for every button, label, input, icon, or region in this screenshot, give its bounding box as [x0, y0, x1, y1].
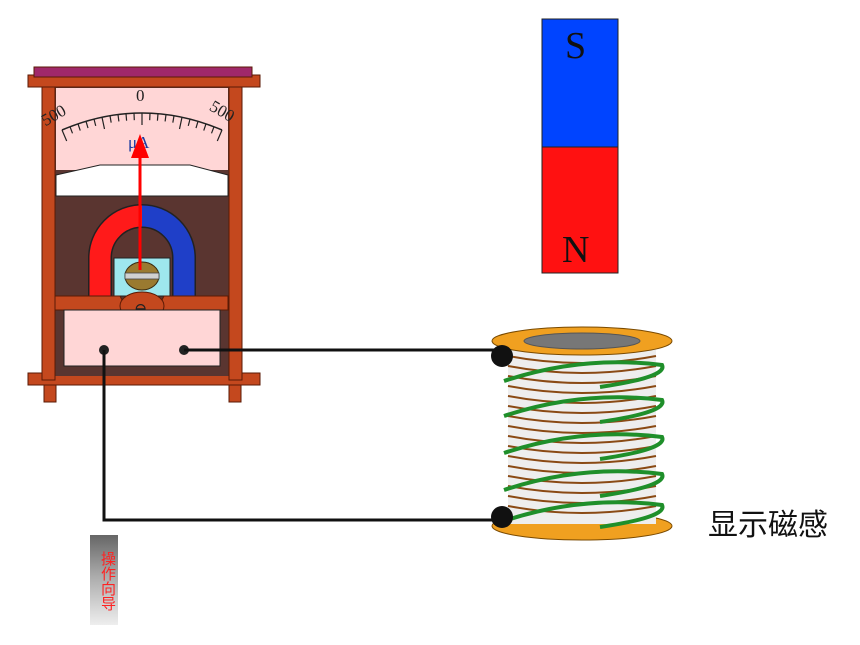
scale-tick [93, 118, 97, 127]
dial-window [55, 164, 229, 197]
scale-tick [109, 115, 112, 123]
galvanometer: 500 0 500 μA ⊖ [27, 66, 261, 403]
scale-tick [203, 123, 207, 131]
meter-post-right [228, 83, 243, 381]
scale-tick [69, 126, 74, 134]
coil-winding [507, 505, 657, 514]
meter-top-cap [33, 66, 253, 78]
scale-tick [61, 129, 68, 142]
coil-winding [507, 435, 657, 444]
scale-tick [195, 121, 199, 129]
scale-tick [164, 114, 167, 122]
inner-magnet-blue-arm [141, 205, 195, 306]
coil-terminal-bottom[interactable] [491, 506, 513, 528]
coil-green-turn [503, 500, 665, 529]
scale-tick [187, 118, 191, 127]
scale-tick [156, 113, 159, 121]
coil-winding [507, 385, 657, 394]
scale-tick [210, 126, 215, 134]
armature-slot [124, 272, 160, 280]
scale-tick [125, 113, 128, 121]
magnet-n-label: N [562, 229, 589, 271]
magnet-s-pole [541, 18, 619, 148]
scale-label-center: 0 [136, 86, 145, 105]
show-field-lines-button[interactable]: 显示磁感 [708, 508, 828, 540]
coil-winding [507, 415, 657, 424]
coil-green-turn [503, 360, 665, 389]
needle-tip [131, 134, 149, 158]
wires [102, 348, 502, 522]
scale-ticks [61, 113, 223, 142]
coil-winding [507, 365, 657, 374]
inner-magnet-red-arm [89, 205, 143, 306]
scale-tick [216, 129, 223, 142]
coil-winding [507, 475, 657, 484]
operation-guide-button[interactable]: 操作向导 [90, 535, 118, 625]
coil-winding [507, 455, 657, 464]
coil-green-turn [503, 432, 665, 461]
scale-tick [172, 115, 175, 123]
scale-tick [101, 117, 106, 130]
coil-winding [507, 445, 657, 454]
terminal-panel [63, 309, 221, 367]
coil-green-turn [503, 395, 665, 424]
coil-green-turns [503, 360, 665, 529]
magnet-s-label: S [565, 25, 586, 67]
coil-winding [507, 425, 657, 434]
scale-tick [77, 123, 81, 131]
solenoid-coil [491, 326, 673, 541]
coil-windings [507, 355, 657, 514]
scale-tick [85, 121, 89, 129]
magnet-n-pole [541, 146, 619, 274]
bar-magnet[interactable]: S N [541, 18, 619, 274]
scale-tick [178, 117, 183, 130]
coil-terminal-top[interactable] [491, 345, 513, 367]
scale-tick [117, 114, 120, 122]
coil-bore [523, 332, 641, 350]
wire-bottom [102, 350, 502, 522]
coil-green-turn [503, 469, 665, 498]
